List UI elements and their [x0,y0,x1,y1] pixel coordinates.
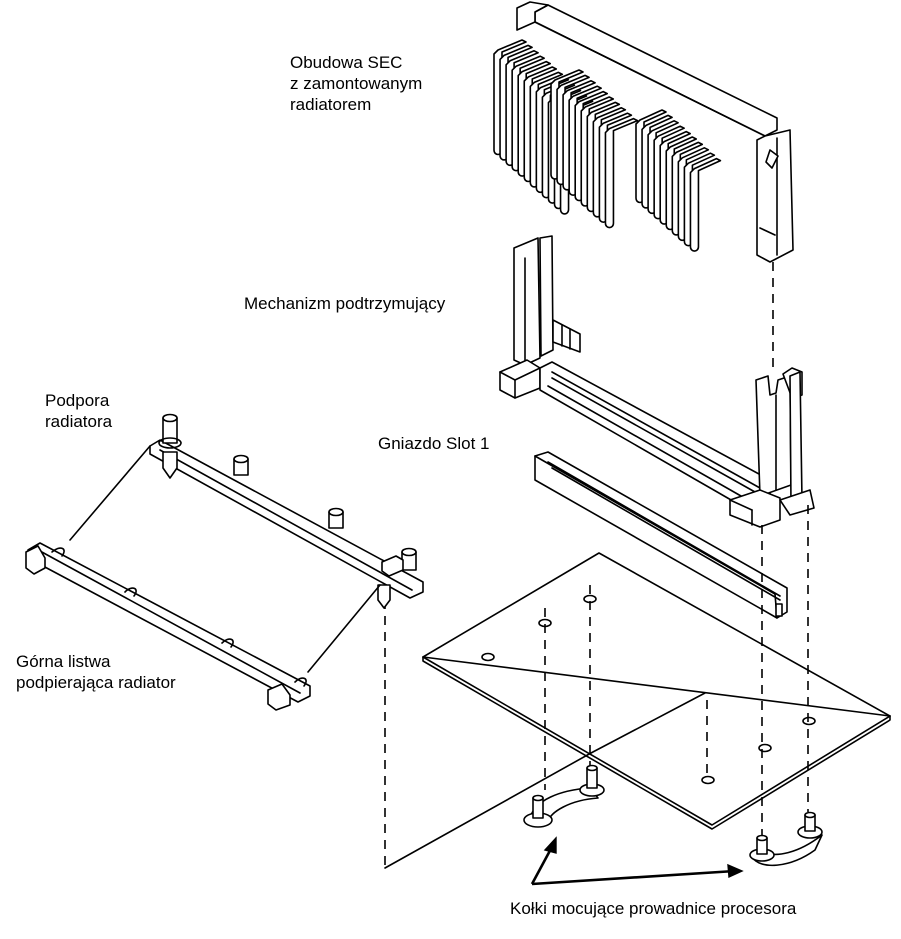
arrow-head-right-icon [727,863,744,879]
heatsink-support [149,413,424,609]
heatsink-fins [493,39,722,252]
sec-cartridge [493,1,794,263]
pointer-arrows [530,836,744,886]
alignment-lines [384,262,809,868]
label-slot1-connector: Gniazdo Slot 1 [378,434,490,453]
heatsink-fin [689,157,722,252]
guide-pin-bracket-right [749,811,823,867]
label-heatsink-support: Podpora radiatora [45,391,113,431]
label-retention-mechanism: Mechanizm podtrzymujący [244,294,446,313]
label-top-bar: Górna listwa podpierająca radiator [16,652,176,692]
heatsink-fin [604,117,639,229]
arrow-head-left-icon [543,836,557,854]
slot1-connector [534,451,788,619]
heatsink-top-bar [25,445,381,711]
motherboard [384,552,891,869]
retention-mechanism [499,235,815,528]
label-sec-cartridge: Obudowa SEC z zamontowanym radiatorem [290,53,423,114]
guide-pin-bracket-left [523,764,605,828]
support-posts [158,413,417,609]
label-guide-pins: Kołki mocujące prowadnice procesora [510,899,797,918]
